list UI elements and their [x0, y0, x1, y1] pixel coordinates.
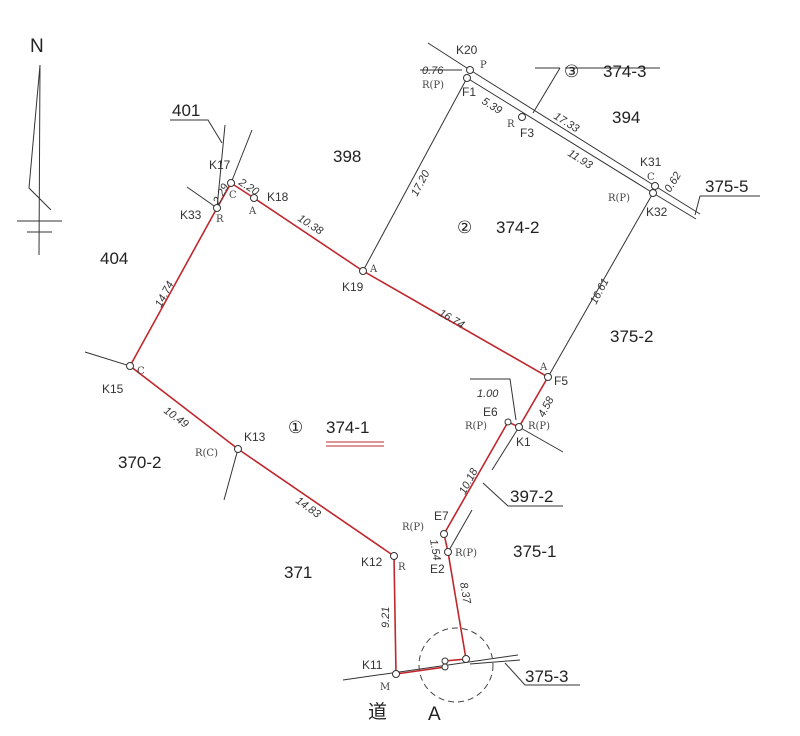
distance: 10.38: [295, 212, 325, 238]
distance: 14.74: [153, 279, 177, 309]
distance: 8.37: [457, 581, 473, 605]
distance: 1.54: [427, 538, 443, 561]
point-K17: K17: [209, 158, 231, 172]
distance: 17.20: [409, 168, 433, 199]
code-F5: A: [539, 362, 548, 373]
parcel-401: 401: [172, 101, 200, 120]
point-K32: K32: [646, 205, 668, 219]
point-F5: F5: [554, 374, 568, 388]
code-F3: R: [507, 119, 515, 130]
parcel-370-2: 370-2: [118, 453, 161, 472]
distance: 9.21: [380, 607, 392, 628]
code-E7: R(P): [402, 522, 424, 533]
code-E2: R(P): [455, 548, 477, 559]
point-F1: F1: [462, 85, 476, 99]
distance: 11.93: [565, 147, 595, 172]
detail-label: A: [428, 704, 441, 725]
code-F1: R(P): [422, 80, 444, 91]
distance: 16.74: [437, 307, 467, 331]
distance: 14.83: [293, 495, 323, 521]
distance: 4.58: [536, 394, 557, 419]
distance: 10.18: [457, 466, 481, 497]
parcel-375-2: 375-2: [610, 327, 653, 346]
point-K12: K12: [361, 555, 383, 569]
code-K13: R(C): [195, 448, 218, 459]
point-K33: K33: [180, 208, 202, 222]
parcel-397-2: 397-2: [510, 487, 553, 506]
distance: 17.33: [551, 110, 581, 135]
code-K32: R(P): [608, 193, 630, 204]
code-K17: C: [229, 190, 237, 201]
north-arrow-icon: N: [17, 36, 62, 256]
code-K33: R: [216, 214, 224, 225]
distance: 0.76: [422, 65, 444, 77]
point-K11: K11: [362, 658, 383, 672]
point-K13: K13: [244, 430, 266, 444]
parcel-375-1: 375-1: [513, 542, 556, 561]
parcel-374-1-num: ①: [288, 418, 303, 437]
parcel-374-2: 374-2: [496, 218, 539, 237]
distance: 1.00: [477, 388, 499, 400]
point-E6: E6: [483, 405, 498, 419]
code-K31: C: [647, 172, 655, 183]
parcel-398: 398: [333, 147, 361, 166]
code-K12: R: [398, 562, 406, 573]
point-K1: K1: [516, 435, 531, 449]
north-label: N: [30, 36, 44, 57]
point-K20: K20: [456, 43, 478, 57]
reference-lines: [84, 42, 760, 703]
parcel-404: 404: [100, 249, 128, 268]
point-K19: K19: [342, 280, 364, 294]
code-K11: M: [380, 682, 390, 693]
distance: 16.61: [588, 276, 612, 306]
parcel-374-3: 374-3: [603, 62, 646, 81]
point-E7: E7: [434, 509, 449, 523]
code-K20: P: [480, 60, 487, 71]
code-K15: C: [137, 366, 145, 377]
target-parcel-underline: [326, 441, 384, 447]
point-K31: K31: [640, 155, 662, 169]
parcel-374-1: 374-1: [326, 418, 369, 437]
point-markers: [126, 66, 659, 678]
point-K18: K18: [267, 190, 289, 204]
parcel-374-3-num: ③: [564, 62, 579, 81]
point-K15: K15: [102, 382, 124, 396]
point-E2: E2: [430, 562, 445, 576]
parcel-375-5: 375-5: [705, 177, 748, 196]
code-K1: R(P): [528, 421, 550, 432]
road-label: 道: [368, 701, 387, 723]
parcel-375-3: 375-3: [525, 667, 568, 686]
parcel-371: 371: [284, 563, 312, 582]
code-E6: R(P): [465, 421, 487, 432]
point-F3: F3: [520, 126, 534, 140]
code-K18: A: [248, 206, 257, 217]
distance: 0.62: [662, 170, 684, 195]
parcel-374-2-num: ②: [457, 218, 472, 237]
code-K19: A: [369, 264, 378, 275]
parcel-394: 394: [612, 108, 640, 127]
